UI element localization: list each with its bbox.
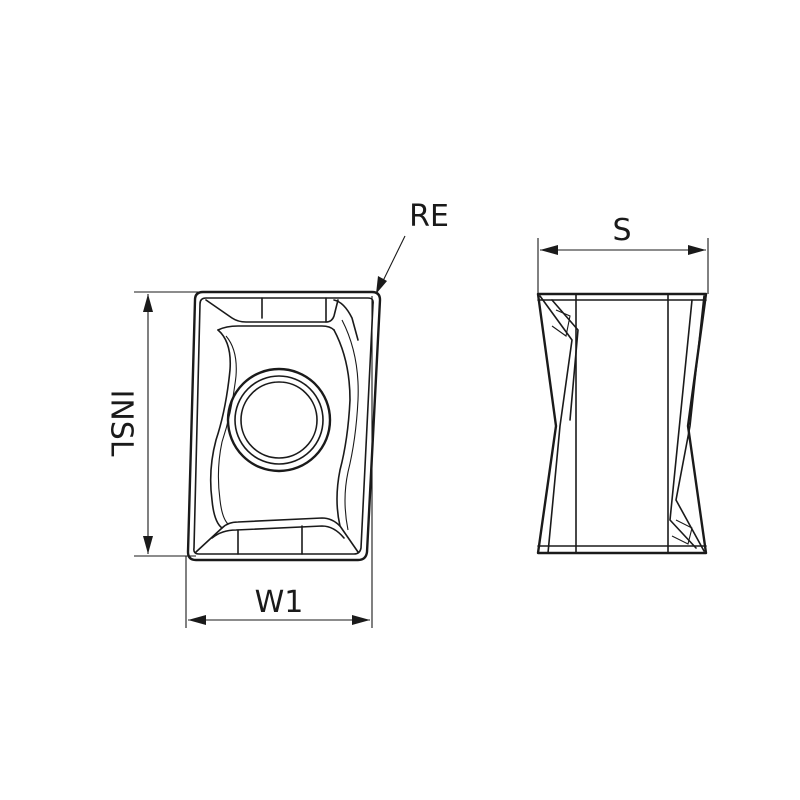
- front-view: [186, 290, 382, 562]
- upper-chipbreaker-inner: [217, 325, 335, 331]
- upper-land-step: [333, 299, 359, 341]
- screw-hole-inner: [240, 381, 318, 459]
- dimension-w1: W1: [185, 296, 373, 628]
- side-flank-left-inner: [551, 299, 579, 421]
- dimension-s: S: [537, 213, 709, 294]
- insl-arrow-top: [143, 294, 153, 312]
- re-arrow: [376, 276, 387, 294]
- w1-arrow-left: [188, 615, 206, 625]
- dimension-insl: INSL: [104, 291, 203, 557]
- side-outline: [536, 292, 708, 555]
- s-arrow-left: [540, 245, 558, 255]
- lower-chipbreaker-inner: [211, 525, 345, 539]
- side-flank-right: [675, 295, 705, 552]
- lower-chipbreaker: [195, 517, 359, 553]
- s-label: S: [612, 213, 631, 248]
- insl-arrow-bottom: [143, 536, 153, 554]
- insert-outline: [186, 290, 382, 562]
- upper-chipbreaker: [205, 299, 339, 323]
- side-flank-right-inner: [669, 299, 697, 549]
- right-flank-contour-inner: [341, 319, 359, 531]
- right-flank-contour: [333, 329, 351, 527]
- w1-label: W1: [255, 585, 304, 620]
- side-chip-detail-top: [551, 309, 571, 337]
- side-flank-left: [539, 295, 573, 554]
- screw-hole-countersink: [234, 375, 324, 465]
- insert-inner-edge: [193, 297, 374, 555]
- dimension-re: RE: [376, 199, 449, 294]
- screw-hole-outer: [226, 367, 332, 473]
- w1-arrow-right: [352, 615, 370, 625]
- insl-label: INSL: [104, 389, 139, 456]
- left-flank-contour: [209, 329, 232, 529]
- re-leader-line: [379, 235, 406, 288]
- side-chip-detail-bottom: [671, 519, 693, 545]
- left-flank-contour-inner: [217, 335, 237, 525]
- re-label: RE: [409, 199, 449, 234]
- side-view: [536, 292, 708, 555]
- s-arrow-right: [688, 245, 706, 255]
